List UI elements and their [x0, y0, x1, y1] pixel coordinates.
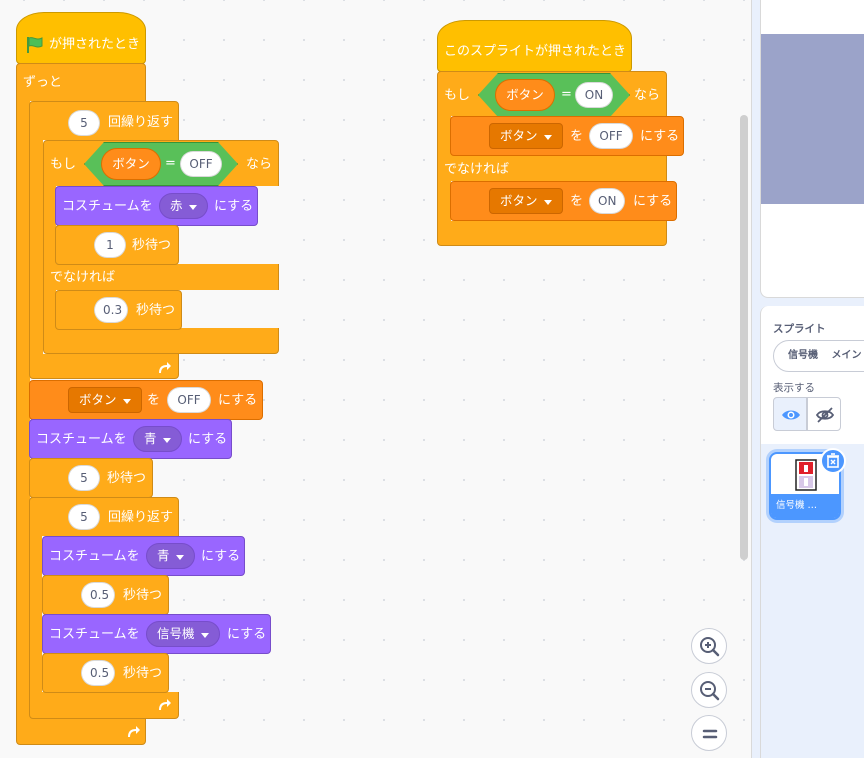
costume-label: コスチュームを: [49, 549, 140, 564]
sprite-name-value: 信号機: [788, 350, 818, 361]
zoom-reset-icon: [702, 729, 718, 739]
if-suffix: なら: [634, 88, 661, 103]
green-flag-icon: [27, 37, 43, 53]
trash-icon: [827, 453, 839, 468]
turn-arrow-icon: [159, 362, 171, 373]
wait-label: 秒待つ: [107, 471, 147, 486]
switch-costume-block-red[interactable]: コスチュームを 赤 にする: [55, 186, 258, 226]
switch-costume-block-signal[interactable]: コスチュームを 信号機 にする: [42, 614, 271, 654]
eye-slash-icon: [815, 407, 835, 423]
variable-dropdown[interactable]: ボタン: [489, 123, 563, 149]
repeat-label-1: 回繰り返す: [108, 115, 174, 130]
if-label: もし: [444, 88, 471, 103]
show-label: 表示する: [773, 382, 815, 394]
sprite-tile[interactable]: 信号機 …: [769, 452, 841, 520]
wait-block-4[interactable]: 0.5 秒待つ: [42, 575, 169, 615]
forever-label: ずっと: [23, 75, 63, 90]
switch-costume-block-blue-2[interactable]: コスチュームを 青 にする: [42, 536, 245, 576]
set-variable-block-2[interactable]: ボタン を OFF にする: [450, 116, 684, 156]
equals-operator[interactable]: ボタン = OFF: [84, 142, 238, 186]
switch-costume-block-blue[interactable]: コスチュームを 青 にする: [29, 419, 232, 459]
set-suffix: にする: [218, 393, 258, 408]
costume-suffix: にする: [188, 432, 228, 447]
set-variable-block-3[interactable]: ボタン を ON にする: [450, 181, 677, 221]
turn-arrow-icon: [159, 699, 171, 710]
else-label: でなければ: [444, 162, 510, 177]
variable-reporter-button[interactable]: ボタン: [101, 148, 161, 180]
compare-value[interactable]: ON: [575, 82, 613, 108]
equals-sign: =: [165, 156, 176, 171]
wait-block-2[interactable]: 0.3 秒待つ: [55, 290, 182, 330]
variable-dropdown[interactable]: ボタン: [68, 387, 142, 413]
sprite-heading: スプライト: [773, 323, 826, 335]
stage-panel[interactable]: [760, 0, 864, 298]
wait-seconds-2[interactable]: 0.3: [94, 297, 128, 323]
turn-arrow-icon: [128, 726, 140, 737]
sprite-list-panel: 信号機 …: [760, 444, 864, 758]
sprite-info-panel: スプライト 信号機 メイン 表示する: [760, 306, 864, 444]
wait-seconds-4[interactable]: 0.5: [81, 582, 115, 608]
set-mid: を: [570, 194, 584, 209]
when-flag-clicked-block[interactable]: が押されたとき: [16, 12, 146, 64]
variable-reporter-button[interactable]: ボタン: [495, 79, 555, 111]
costume-label: コスチュームを: [49, 627, 140, 642]
wait-label: 秒待つ: [123, 666, 163, 681]
set-mid: を: [147, 393, 161, 408]
zoom-in-icon: [700, 637, 720, 657]
delete-sprite-button[interactable]: [820, 448, 846, 474]
repeat-label-2: 回繰り返す: [108, 510, 174, 525]
costume-dropdown[interactable]: 青: [133, 426, 182, 452]
set-variable-block-1[interactable]: ボタン を OFF にする: [29, 380, 263, 420]
set-value[interactable]: OFF: [167, 387, 211, 413]
wait-block-5[interactable]: 0.5 秒待つ: [42, 653, 169, 693]
when-sprite-clicked-block[interactable]: このスプライトが押されたとき: [437, 20, 632, 72]
wait-label: 秒待つ: [123, 588, 163, 603]
wait-label: 秒待つ: [136, 303, 176, 318]
costume-label: コスチュームを: [36, 432, 127, 447]
sprite-name-extra: メイン: [831, 350, 862, 361]
costume-suffix: にする: [214, 199, 254, 214]
if-suffix: なら: [246, 157, 273, 172]
zoom-out-button[interactable]: [691, 672, 727, 708]
wait-seconds-3[interactable]: 5: [68, 465, 100, 491]
sprite-tile-label: 信号機 …: [771, 494, 839, 518]
repeat-count-1[interactable]: 5: [68, 110, 100, 136]
costume-dropdown[interactable]: 赤: [159, 193, 208, 219]
show-sprite-button[interactable]: [773, 397, 807, 431]
set-suffix: にする: [640, 129, 680, 144]
zoom-in-button[interactable]: [691, 628, 727, 664]
workspace-scrollbar[interactable]: [740, 115, 748, 560]
sprite-name-field[interactable]: 信号機 メイン: [773, 340, 864, 372]
wait-seconds-5[interactable]: 0.5: [81, 660, 115, 686]
eye-icon: [782, 410, 800, 420]
wait-block-3[interactable]: 5 秒待つ: [29, 458, 153, 498]
if-label: もし: [50, 157, 77, 172]
zoom-reset-button[interactable]: [691, 715, 727, 751]
equals-sign: =: [561, 87, 572, 102]
else-label: でなければ: [50, 270, 116, 285]
costume-suffix: にする: [227, 627, 267, 642]
costume-suffix: にする: [201, 549, 241, 564]
set-mid: を: [570, 129, 584, 144]
set-value[interactable]: ON: [589, 188, 625, 214]
costume-dropdown[interactable]: 青: [146, 543, 195, 569]
costume-label: コスチュームを: [62, 199, 153, 214]
compare-value[interactable]: OFF: [180, 151, 222, 177]
equals-operator[interactable]: ボタン = ON: [478, 73, 630, 117]
costume-dropdown[interactable]: 信号機: [146, 621, 220, 647]
zoom-out-icon: [700, 681, 720, 701]
hat-label: このスプライトが押されたとき: [444, 44, 627, 59]
repeat-count-2[interactable]: 5: [68, 504, 100, 530]
stage-canvas[interactable]: [761, 34, 864, 204]
wait-label: 秒待つ: [132, 238, 172, 253]
hat-label: が押されたとき: [49, 37, 141, 52]
wait-block-1[interactable]: 1 秒待つ: [55, 225, 179, 265]
wait-seconds-1[interactable]: 1: [94, 232, 126, 258]
code-workspace[interactable]: が押されたとき ずっと 5 回繰り返す もし ボタン = OFF: [0, 0, 752, 758]
set-suffix: にする: [633, 194, 673, 209]
set-value[interactable]: OFF: [589, 123, 633, 149]
variable-dropdown[interactable]: ボタン: [489, 188, 563, 214]
hide-sprite-button[interactable]: [807, 397, 841, 431]
traffic-light-thumbnail: [795, 459, 817, 491]
